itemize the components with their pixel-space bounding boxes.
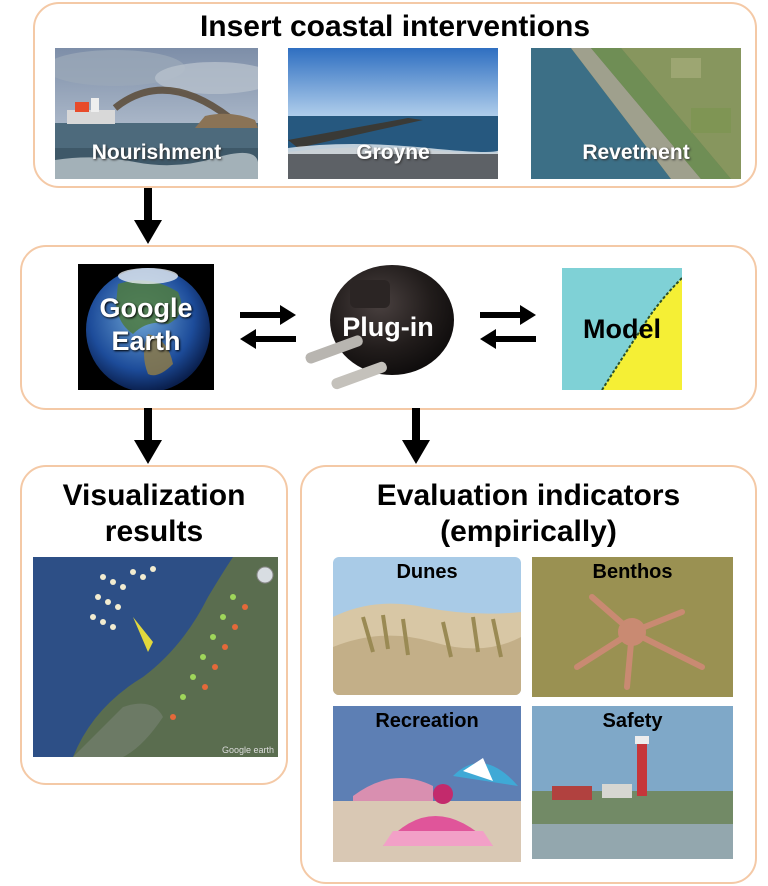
recreation-photo: Recreation: [333, 706, 521, 862]
dunes-caption: Dunes: [396, 561, 458, 583]
groyne-photo: Groyne: [288, 48, 498, 179]
google-earth-label: Google Earth: [99, 293, 193, 356]
bidirectional-arrows-right: [480, 305, 536, 349]
visualization-map: Google earth: [33, 557, 278, 757]
map-credit: Google earth: [221, 745, 274, 755]
evaluation-title: Evaluation indicators (empirically): [376, 479, 681, 548]
google-earth-image: Google Earth: [78, 264, 214, 390]
model-label: Model: [583, 314, 661, 344]
visualization-title: Visualization results: [62, 479, 246, 548]
safety-photo: Safety: [532, 706, 733, 859]
groyne-caption: Groyne: [356, 141, 430, 164]
arrow-down-3: [402, 408, 430, 464]
nourishment-caption: Nourishment: [91, 141, 222, 164]
model-image: Model: [562, 268, 682, 390]
plugin-label: Plug-in: [342, 312, 434, 342]
dunes-photo: Dunes: [333, 557, 521, 695]
plugin-image: Plug-in: [300, 262, 475, 410]
benthos-photo: Benthos: [532, 557, 733, 697]
arrow-down-1: [134, 188, 162, 244]
interventions-title: Insert coastal interventions: [199, 10, 591, 43]
revetment-caption: Revetment: [582, 141, 690, 164]
nourishment-photo: Nourishment: [55, 48, 258, 179]
bidirectional-arrows-left: [240, 305, 296, 349]
arrow-down-2: [134, 408, 162, 464]
revetment-photo: Revetment: [531, 48, 741, 179]
benthos-caption: Benthos: [592, 561, 673, 583]
recreation-caption: Recreation: [375, 710, 479, 732]
safety-caption: Safety: [602, 710, 663, 732]
